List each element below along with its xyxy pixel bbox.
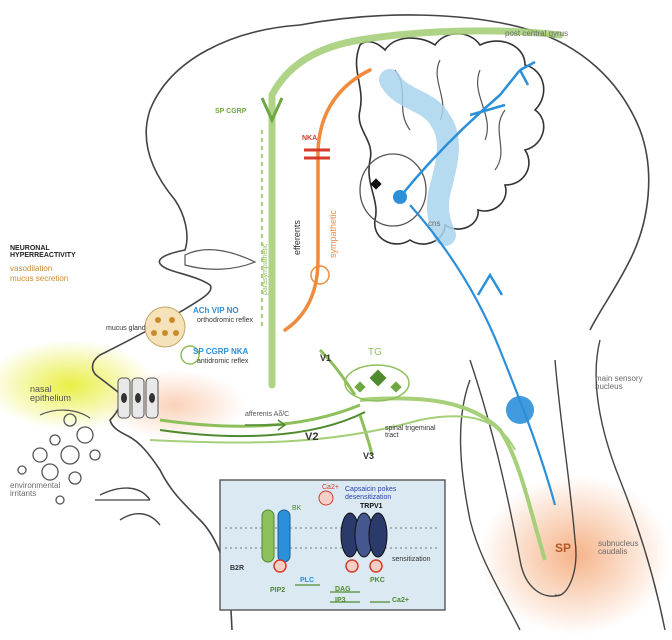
sp-cgrp-efferent-path: [272, 31, 560, 385]
sp-cgrp-top-label: SP CGRP: [215, 108, 246, 115]
ca2-bottom-label: Ca2+: [392, 597, 409, 604]
lip-upper: [100, 488, 150, 500]
tg-diamond-2: [354, 381, 365, 392]
orthodromic-reflex-label: orthodromic reflex: [197, 317, 253, 324]
main-sensory-nucleus-label: main sensory nucleus: [595, 375, 655, 392]
nka-label: NKA: [302, 135, 317, 142]
sp-nucleus-label: SP: [555, 542, 571, 555]
subnucleus-caudalis-label: subnucleus caudalis: [598, 540, 658, 557]
neuronal-hyperreactivity-label: NEURONAL HYPERREACTIVITY: [10, 245, 100, 260]
mucus-dot: [169, 317, 175, 323]
capsaicin-ca-label: Ca2+: [322, 484, 339, 491]
sympathetic-path: [285, 70, 370, 330]
lip-lower: [120, 514, 160, 525]
tg-diamond-1: [370, 370, 387, 387]
sp-cgrp-nka-label: SP CGRP NKA: [193, 348, 248, 356]
mucus-dot: [173, 330, 179, 336]
antidromic-reflex-label: antidromic reflex: [197, 358, 248, 365]
ascending-blue-path: [410, 205, 555, 505]
trpv1-label: TRPV1: [360, 503, 383, 510]
parasympathetic-label: parasympathetic: [262, 244, 269, 295]
spinal-trigeminal-tract-label: spinal trigeminal tract: [385, 425, 445, 440]
tg-diamond-3: [390, 381, 401, 392]
tg-label: TG: [368, 348, 382, 359]
nasal-epithelium-cells: [118, 378, 158, 418]
b2r-label: B2R: [230, 565, 244, 572]
skull-top: [300, 15, 649, 330]
desensitization-label: desensitization: [345, 494, 391, 501]
v3-label: V3: [363, 452, 374, 461]
ip3-label: IP3: [335, 597, 346, 604]
pip2-label: PIP2: [270, 587, 285, 594]
bk-label: BK: [292, 505, 301, 512]
capsaicin-label: Capsaicin pokes: [345, 486, 396, 493]
afferents-label: afferents Aδ/C: [245, 411, 289, 418]
v1-label: V1: [320, 354, 331, 363]
sensitization-label: sensitization: [392, 556, 431, 563]
eye-outline: [185, 250, 255, 270]
trpv1-channel: [341, 513, 387, 557]
efferents-label: efferents: [292, 220, 302, 255]
v2-label: V2: [305, 432, 318, 444]
sympathetic-label: sympathetic: [328, 210, 338, 258]
ach-vip-no-label: ACh VIP NO: [193, 307, 239, 315]
nasal-epithelium-label: nasal epithelium: [30, 385, 82, 404]
blue-arrowhead: [478, 275, 502, 295]
plc-label: PLC: [300, 577, 314, 584]
mucus-gland-label: mucus gland: [106, 325, 148, 332]
mucus-dot: [155, 317, 161, 323]
dag-label: DAG: [335, 586, 351, 593]
pkc-marker-2: [346, 560, 358, 572]
capsaicin-ball: [319, 491, 333, 505]
mucus-secretion-label: mucus secretion: [10, 275, 68, 283]
environmental-irritants-label: environmental irritants: [10, 482, 70, 499]
afferent-arrow: [245, 420, 285, 430]
main-sensory-nucleus-dot: [506, 396, 534, 424]
blue-upper-branch: [400, 62, 535, 197]
mucus-gland-circle: [145, 307, 185, 347]
mucus-dot: [151, 330, 157, 336]
pkc-marker-1: [274, 560, 286, 572]
mucus-dot: [162, 330, 168, 336]
sympathetic-ganglion: [311, 266, 329, 284]
v3-nerve: [360, 415, 372, 455]
pkc-marker-3: [370, 560, 382, 572]
vasodilation-label: vasodilation: [10, 265, 52, 273]
cns-label: cns: [428, 220, 440, 228]
pkc-label: PKC: [370, 577, 385, 584]
cns-nucleus: [360, 154, 426, 226]
post-central-gyrus-label: post central gyrus: [505, 30, 568, 38]
